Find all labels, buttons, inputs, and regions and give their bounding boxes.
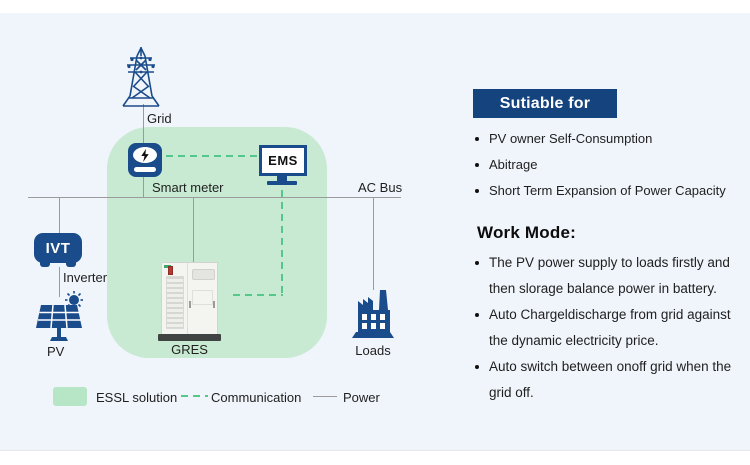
bullet-dot [475,137,479,141]
bullet-dot [475,163,479,167]
factory-loads-icon [352,290,394,338]
suitable-for-item: PV owner Self-Consumption [473,132,745,146]
smart-meter-icon [128,143,162,177]
legend-essl-swatch [53,387,87,406]
grid-label: Grid [147,111,172,126]
gres-cabinet-icon [161,262,218,337]
transmission-tower-icon [122,47,160,107]
inverter-foot-right [66,259,76,267]
suitable-for-item-text: Short Term Expansion of Power Capacity [489,183,726,198]
suitable-for-item-text: PV owner Self-Consumption [489,131,653,146]
comm-line-ems-down [281,190,283,296]
line-bus-to-loads [373,198,374,290]
ems-monitor-icon: EMS [259,145,307,176]
solar-panel-icon [36,291,83,341]
gres-cabinet-base [158,334,221,341]
line-inverter-to-pv [59,267,60,297]
cabinet-handle-right [213,301,215,308]
suitable-for-item-text: Abitrage [489,157,538,172]
work-mode-list: The PV power supply to loads firstly and… [473,250,747,406]
bullet-dot [475,313,479,317]
suitable-for-item: Short Term Expansion of Power Capacity [473,184,745,198]
ems-label: EMS [268,153,298,168]
legend-essl-label: ESSL solution [96,390,178,405]
work-mode-item: The PV power supply to loads firstly and… [473,250,747,302]
smart-meter-label: Smart meter [152,180,224,195]
meter-bar [134,167,156,172]
pv-label: PV [47,344,65,359]
work-mode-item-text: Auto switch between onoff grid when the … [489,359,732,400]
inverter-label: Inverter [63,270,108,285]
suitable-for-list: PV owner Self-Consumption Abitrage Short… [473,132,745,210]
bullet-dot [475,189,479,193]
suitable-for-header: Sutiable for [473,89,617,118]
legend-power-line [313,396,337,397]
inverter-foot-left [40,259,50,267]
comm-line-to-gres [233,294,283,296]
suitable-for-title: Sutiable for [499,94,591,112]
legend-communication-label: Communication [211,390,302,405]
ac-bus-label: AC Bus [358,180,403,195]
line-bus-to-gres [193,198,194,262]
ivt-label: IVT [45,239,71,257]
cabinet-handle-left [189,301,191,308]
gres-label: GRES [171,342,208,357]
cabinet-door-divider [187,263,188,337]
comm-line-meter-to-ems [166,155,258,157]
cabinet-top-vent [192,269,215,280]
line-bus-to-inverter [59,198,60,233]
lightning-bolt-icon [141,148,149,162]
ac-bus-line [28,197,401,198]
work-mode-item-text: Auto Chargeldischarge from grid against … [489,307,731,348]
cabinet-indicator [168,266,173,275]
cabinet-logo [164,265,171,268]
cabinet-vent-grille [166,276,184,329]
work-mode-item: Auto Chargeldischarge from grid against … [473,302,747,354]
suitable-for-item: Abitrage [473,158,745,172]
legend-communication-line [181,395,208,397]
ems-monitor-stand [277,176,287,181]
bullet-dot [475,261,479,265]
ems-monitor-base [267,181,297,185]
bullet-dot [475,365,479,369]
loads-label: Loads [355,343,391,358]
cabinet-access-panel [192,290,213,305]
legend-power-label: Power [343,390,380,405]
inverter-icon: IVT [34,233,82,267]
meter-display [133,147,157,163]
work-mode-title: Work Mode: [477,223,576,242]
work-mode-item: Auto switch between onoff grid when the … [473,354,747,406]
work-mode-item-text: The PV power supply to loads firstly and… [489,255,730,296]
